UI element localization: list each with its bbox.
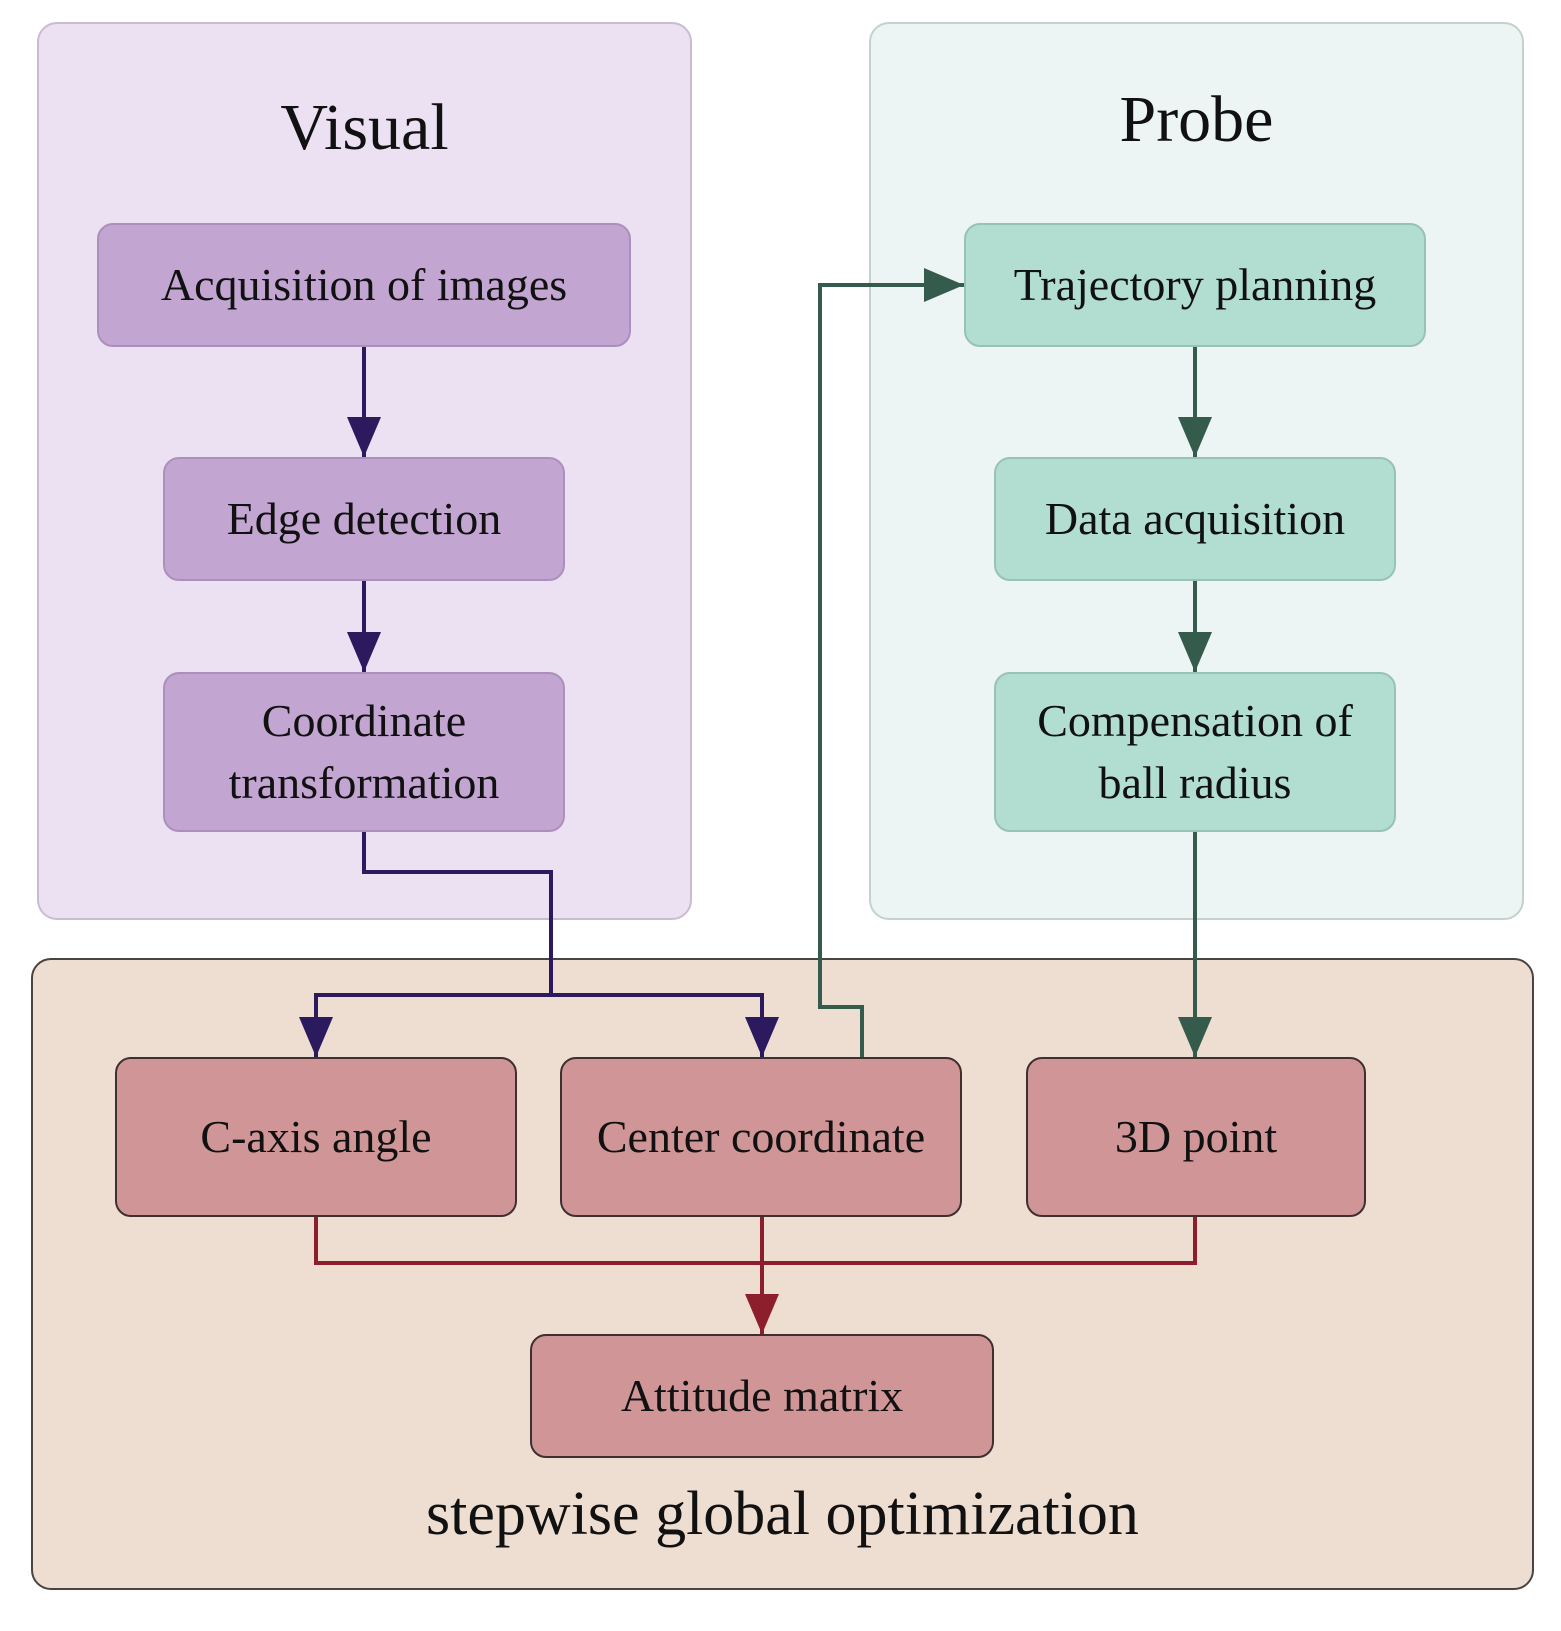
compensation-of-ball-radius-node: Compensation of ball radius xyxy=(994,672,1396,832)
arrowhead-icon xyxy=(1178,417,1212,457)
arrowhead-icon xyxy=(299,1017,333,1057)
edge-point-3d-to-attitude-matrix xyxy=(762,1217,1197,1265)
edge-edge-detection-to-coordinate-transformation xyxy=(347,581,381,672)
center-coordinate-node: Center coordinate xyxy=(560,1057,962,1217)
arrowhead-icon xyxy=(1178,1017,1212,1057)
optimization-panel-title: stepwise global optimization xyxy=(426,1480,1139,1548)
arrowhead-icon xyxy=(1178,632,1212,672)
edge-line xyxy=(314,832,553,1057)
acquisition-of-images-node: Acquisition of images xyxy=(97,223,631,347)
data-acquisition-node: Data acquisition xyxy=(994,457,1396,581)
c-axis-angle-node: C-axis angle xyxy=(115,1057,517,1217)
edge-data-acquisition-to-compensation-ball-radius xyxy=(1178,581,1212,672)
edge-coordinate-transformation-to-c-axis-angle xyxy=(299,832,553,1057)
edge-acquisition-images-to-edge-detection xyxy=(347,347,381,457)
arrowhead-icon xyxy=(347,632,381,672)
trajectory-planning-node: Trajectory planning xyxy=(964,223,1426,347)
arrowhead-icon xyxy=(924,268,964,302)
arrowhead-icon xyxy=(745,1017,779,1057)
arrowhead-icon xyxy=(745,1294,779,1334)
edge-trajectory-planning-to-data-acquisition xyxy=(1178,347,1212,457)
coordinate-transformation-node: Coordinate transformation xyxy=(163,672,565,832)
edge-line xyxy=(551,993,764,1057)
edge-coordinate-transformation-to-center-coordinate xyxy=(551,993,779,1057)
arrowhead-icon xyxy=(347,417,381,457)
attitude-matrix-node: Attitude matrix xyxy=(530,1334,994,1458)
edge-line xyxy=(818,283,964,1057)
edge-c-axis-angle-to-attitude-matrix xyxy=(314,1217,762,1265)
edge-center-coordinate-to-trajectory-planning xyxy=(818,268,964,1057)
visual-panel-title: Visual xyxy=(280,91,449,164)
edge-center-coordinate-to-attitude-matrix xyxy=(745,1217,779,1334)
probe-panel-title: Probe xyxy=(1119,83,1274,156)
edge-compensation-ball-radius-to-point-3d xyxy=(1178,832,1212,1057)
edge-detection-node: Edge detection xyxy=(163,457,565,581)
edge-line xyxy=(762,1217,1197,1265)
3d-point-node: 3D point xyxy=(1026,1057,1366,1217)
edge-line xyxy=(314,1217,762,1265)
